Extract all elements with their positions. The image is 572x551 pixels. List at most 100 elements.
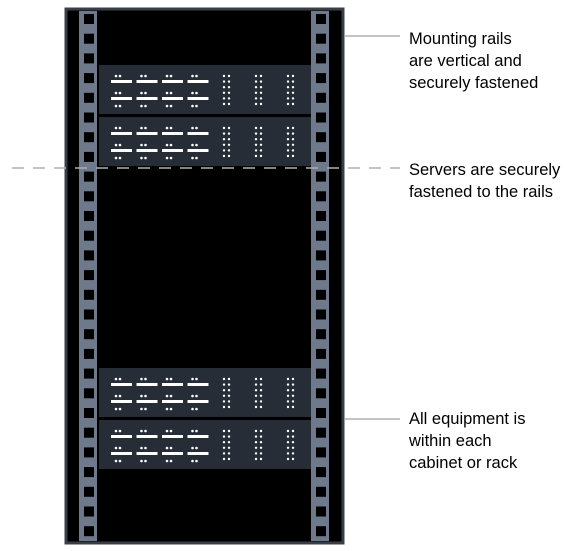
vent-dot (286, 149, 290, 152)
drive-led (165, 446, 169, 450)
drive-led (169, 156, 173, 160)
drive-bay-bar (111, 435, 132, 438)
server-faceplate (99, 117, 311, 166)
drive-led (191, 407, 194, 411)
vent-dot (286, 132, 290, 135)
drive-led (195, 156, 198, 160)
drive-led (165, 394, 169, 398)
vent-dot (254, 154, 258, 158)
drive-led (114, 459, 118, 463)
vent-dot (222, 377, 226, 381)
vent-dot (291, 74, 295, 78)
vent-dot (286, 389, 290, 392)
vent-dot (291, 80, 295, 83)
vent-dot (222, 446, 226, 449)
right-rail-hole (316, 33, 326, 44)
drive-led (191, 459, 194, 463)
right-rail-hole (316, 368, 326, 379)
right-rail-hole (316, 14, 326, 24)
server-unit (99, 117, 311, 166)
callout-rails-line-1: Mounting rails (409, 30, 512, 48)
vent-dot (254, 80, 258, 83)
drive-led (195, 429, 198, 433)
drive-led (165, 459, 169, 463)
left-rail-hole (84, 132, 94, 143)
vent-dot (286, 97, 290, 100)
vent-dot (254, 452, 258, 455)
vent-dot (259, 80, 263, 83)
drive-led (195, 91, 198, 95)
vent-dot (222, 405, 226, 409)
drive-led (144, 156, 147, 160)
vent-dot (291, 435, 295, 438)
vent-dot (259, 435, 263, 438)
drive-led (118, 377, 122, 381)
vent-dot (259, 138, 263, 141)
drive-bay-bar (136, 149, 158, 152)
right-rail-hole (316, 230, 326, 241)
drive-led (165, 156, 169, 160)
vent-dot (222, 149, 226, 152)
drive-bay-bar (162, 452, 183, 455)
vent-dot (259, 91, 263, 95)
vent-dot (286, 441, 290, 444)
left-rail-hole (84, 427, 94, 438)
vent-dot (259, 149, 263, 152)
left-rail-hole (84, 230, 94, 241)
drive-led (195, 104, 198, 108)
server-faceplate (99, 65, 311, 114)
vent-dot (222, 383, 226, 386)
drive-led (114, 429, 118, 433)
drive-led (118, 394, 122, 398)
drive-bay-bar (136, 97, 158, 100)
drive-led (144, 143, 147, 147)
drive-led (165, 126, 169, 130)
vent-dot (286, 126, 290, 130)
vent-dot (254, 400, 258, 403)
vent-dot (254, 97, 258, 100)
left-rail-hole (84, 289, 94, 300)
vent-dot (227, 86, 231, 89)
right-rail-hole (316, 289, 326, 300)
drive-bay-bar (187, 80, 209, 83)
vent-dot (222, 457, 226, 461)
right-rail-hole (316, 348, 326, 359)
drive-bay-bar (187, 383, 209, 386)
left-rail-hole (84, 388, 94, 399)
vent-dot (227, 149, 231, 152)
drive-led (118, 407, 122, 411)
drive-led (144, 429, 147, 433)
vent-dot (259, 394, 263, 397)
vent-dot (222, 435, 226, 438)
drive-led (118, 143, 122, 147)
vent-dot (259, 429, 263, 433)
right-rail-hole (316, 92, 326, 103)
right-rail-hole (316, 211, 326, 221)
vent-dot (254, 91, 258, 95)
left-rail-hole (84, 14, 94, 24)
drive-led (144, 104, 147, 108)
drive-led (140, 429, 143, 433)
vent-dot (286, 446, 290, 449)
drive-bay-bar (162, 435, 183, 438)
drive-led (140, 156, 143, 160)
vent-dot (291, 389, 295, 392)
vent-dot (291, 91, 295, 95)
drive-bay-bar (111, 149, 132, 152)
drive-led (140, 126, 143, 130)
right-rail-hole (316, 467, 326, 478)
vent-dot (227, 441, 231, 444)
vent-dot (254, 441, 258, 444)
vent-dot (222, 97, 226, 100)
vent-dot (227, 80, 231, 83)
vent-dot (291, 102, 295, 106)
left-rail-hole (84, 211, 94, 221)
drive-led (191, 446, 194, 450)
left-rail-hole (84, 92, 94, 103)
drive-led (169, 459, 173, 463)
vent-dot (291, 441, 295, 444)
right-rail-hole (316, 309, 326, 320)
vent-dot (222, 143, 226, 146)
vent-dot (259, 86, 263, 89)
